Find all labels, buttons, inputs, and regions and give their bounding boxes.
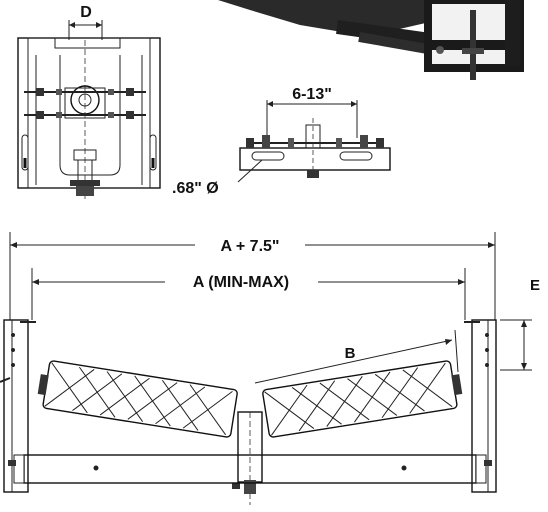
- top-view-dim-label: D: [80, 4, 92, 21]
- hole-diameter-label: .68" Ø: [172, 180, 219, 197]
- overall-width-label: A + 7.5": [220, 238, 279, 255]
- roll-length-label: B: [345, 345, 356, 362]
- side-view-dim-label: 6-13": [292, 86, 332, 103]
- front-view: [0, 232, 532, 505]
- side-view: [237, 100, 391, 183]
- product-photo: [210, 0, 548, 80]
- inner-width-label: A (MIN-MAX): [193, 274, 289, 291]
- height-dim-label: E: [530, 277, 540, 294]
- top-view: [17, 20, 161, 200]
